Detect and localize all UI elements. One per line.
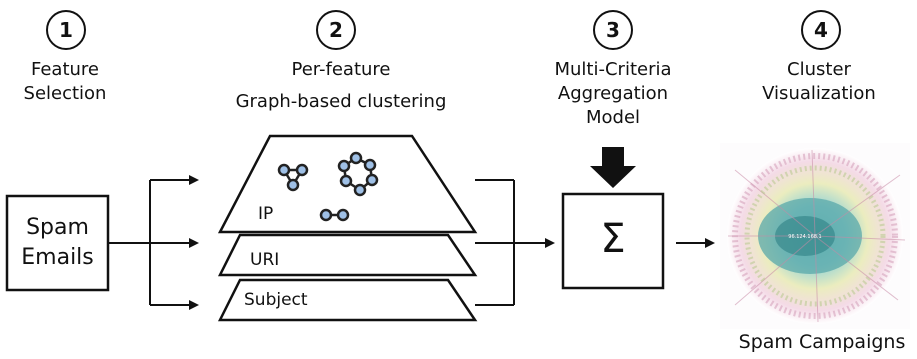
output-label: Spam Campaigns	[738, 331, 906, 353]
step-2-label: Per-feature Graph-based clustering	[228, 58, 454, 114]
step-1-label-line-2: Selection	[23, 83, 107, 104]
step-4-badge: 4	[801, 10, 841, 50]
layer-subject	[217, 278, 478, 322]
step-3-label-line-3: Model	[585, 107, 641, 128]
fork-connector	[108, 175, 199, 310]
step-1-label-line-1: Feature	[30, 59, 100, 80]
step-3-label-line-2: Aggregation	[557, 83, 669, 104]
layer-uri	[217, 233, 478, 277]
step-1-label: Feature Selection	[5, 58, 125, 106]
spam-emails-line-1: Spam	[26, 215, 89, 240]
aggregation-box	[561, 192, 665, 290]
step-4-label: Cluster Visualization	[756, 58, 882, 106]
cluster-visualization-image: 96.124.168.1	[720, 143, 910, 329]
step-2-label-line-2: Graph-based clustering	[235, 91, 447, 112]
step-2-label-line-1: Per-feature	[291, 59, 391, 80]
layer-uri-label: URI	[250, 250, 280, 270]
viz-center-label: 96.124.168.1	[788, 234, 821, 240]
sigma-symbol: Σ	[600, 216, 626, 262]
step-1-badge: 1	[46, 10, 86, 50]
graph-pair-icon	[319, 208, 350, 222]
spam-emails-text: Spam Emails	[7, 213, 108, 273]
step-3-label-line-1: Multi-Criteria	[554, 59, 672, 80]
step-2-badge: 2	[316, 10, 356, 50]
step-3-badge: 3	[593, 10, 633, 50]
layer-ip-label: IP	[258, 204, 274, 224]
layer-subject-label: Subject	[244, 290, 308, 310]
step-3-label: Multi-Criteria Aggregation Model	[540, 58, 686, 130]
graph-ring-icon	[337, 151, 379, 197]
step-4-label-line-1: Cluster	[787, 59, 851, 80]
graph-triangle-icon	[277, 163, 309, 192]
model-down-arrow	[590, 147, 636, 188]
spam-emails-box	[5, 194, 110, 292]
spam-emails-line-2: Emails	[21, 245, 94, 270]
join-connector	[475, 179, 555, 306]
step-4-label-line-2: Visualization	[762, 83, 876, 104]
